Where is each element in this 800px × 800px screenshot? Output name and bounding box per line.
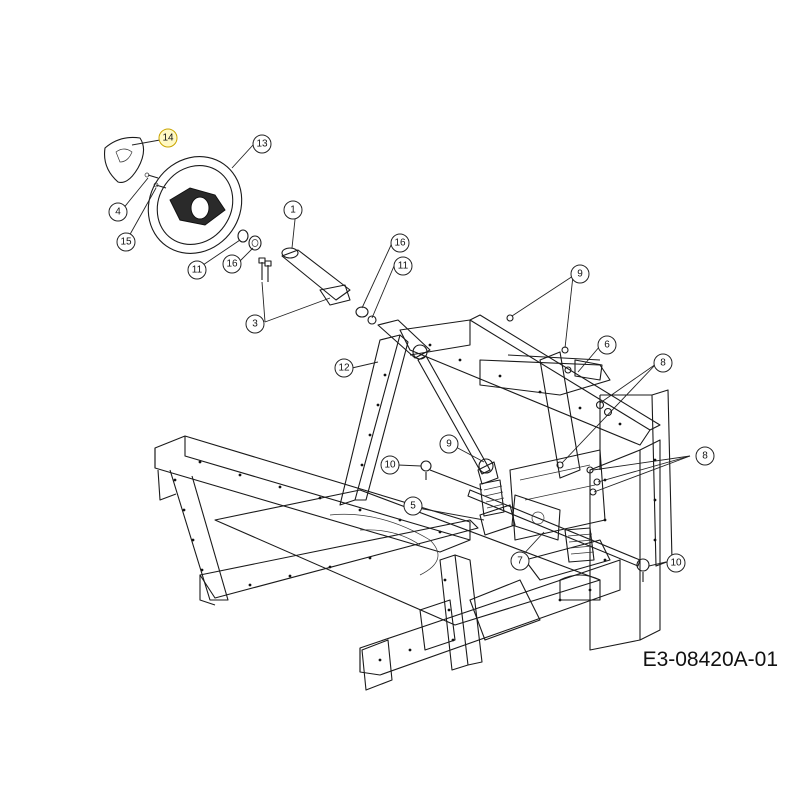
callout-label: 12 bbox=[338, 363, 350, 374]
leader-lines bbox=[121, 139, 691, 567]
callout-label: 6 bbox=[604, 340, 610, 351]
callout-16: 16 bbox=[390, 233, 410, 253]
callout-label: 13 bbox=[256, 139, 268, 150]
callout-label: 1 bbox=[290, 205, 296, 216]
wheel-washers bbox=[237, 229, 262, 251]
callout-11: 11 bbox=[187, 260, 207, 280]
steering-column-tube bbox=[281, 247, 351, 306]
callout-16: 16 bbox=[222, 254, 242, 274]
callout-10: 10 bbox=[380, 455, 400, 475]
callout-14: 14 bbox=[158, 128, 178, 148]
steering-cap bbox=[103, 136, 145, 183]
callout-8: 8 bbox=[695, 446, 715, 466]
callout-3: 3 bbox=[245, 314, 265, 334]
callout-label: 9 bbox=[577, 269, 583, 280]
callout-label: 8 bbox=[660, 358, 666, 369]
callout-label: 16 bbox=[226, 259, 238, 270]
callout-7: 7 bbox=[510, 551, 530, 571]
callout-10: 10 bbox=[666, 553, 686, 573]
callout-4: 4 bbox=[108, 202, 128, 222]
callout-label: 7 bbox=[517, 556, 523, 567]
callout-label: 4 bbox=[115, 207, 121, 218]
callout-13: 13 bbox=[252, 134, 272, 154]
universal-joint bbox=[477, 458, 499, 485]
callout-label: 15 bbox=[120, 237, 132, 248]
steering-wheel bbox=[147, 156, 243, 254]
wheel-screws bbox=[144, 172, 167, 189]
callout-label: 11 bbox=[192, 265, 203, 276]
callout-9: 9 bbox=[439, 434, 459, 454]
callout-label: 10 bbox=[670, 558, 682, 569]
callout-15: 15 bbox=[116, 232, 136, 252]
callout-1: 1 bbox=[283, 200, 303, 220]
callout-9: 9 bbox=[570, 264, 590, 284]
callout-12: 12 bbox=[334, 358, 354, 378]
frame-holes bbox=[173, 343, 657, 662]
tie-rod-ends bbox=[420, 460, 650, 582]
mount-bolts bbox=[506, 314, 613, 496]
chassis-frame bbox=[154, 314, 673, 691]
callout-label: 5 bbox=[410, 501, 416, 512]
rack-bracket bbox=[479, 504, 516, 536]
callout-label: 14 bbox=[162, 133, 174, 144]
column-bolts bbox=[258, 257, 272, 282]
callout-11: 11 bbox=[393, 256, 413, 276]
steering-rack bbox=[467, 479, 641, 567]
callout-8: 8 bbox=[653, 353, 673, 373]
drawing-code: E3-08420A-01 bbox=[642, 648, 778, 671]
callout-6: 6 bbox=[597, 335, 617, 355]
callout-label: 9 bbox=[446, 439, 452, 450]
callout-label: 10 bbox=[384, 460, 396, 471]
upper-mount-bracket bbox=[574, 359, 603, 381]
callout-label: 11 bbox=[398, 261, 409, 272]
callout-label: 8 bbox=[702, 451, 708, 462]
callout-label: 3 bbox=[252, 319, 258, 330]
callout-label: 16 bbox=[394, 238, 406, 249]
callout-5: 5 bbox=[403, 496, 423, 516]
steering-shaft bbox=[417, 355, 491, 475]
